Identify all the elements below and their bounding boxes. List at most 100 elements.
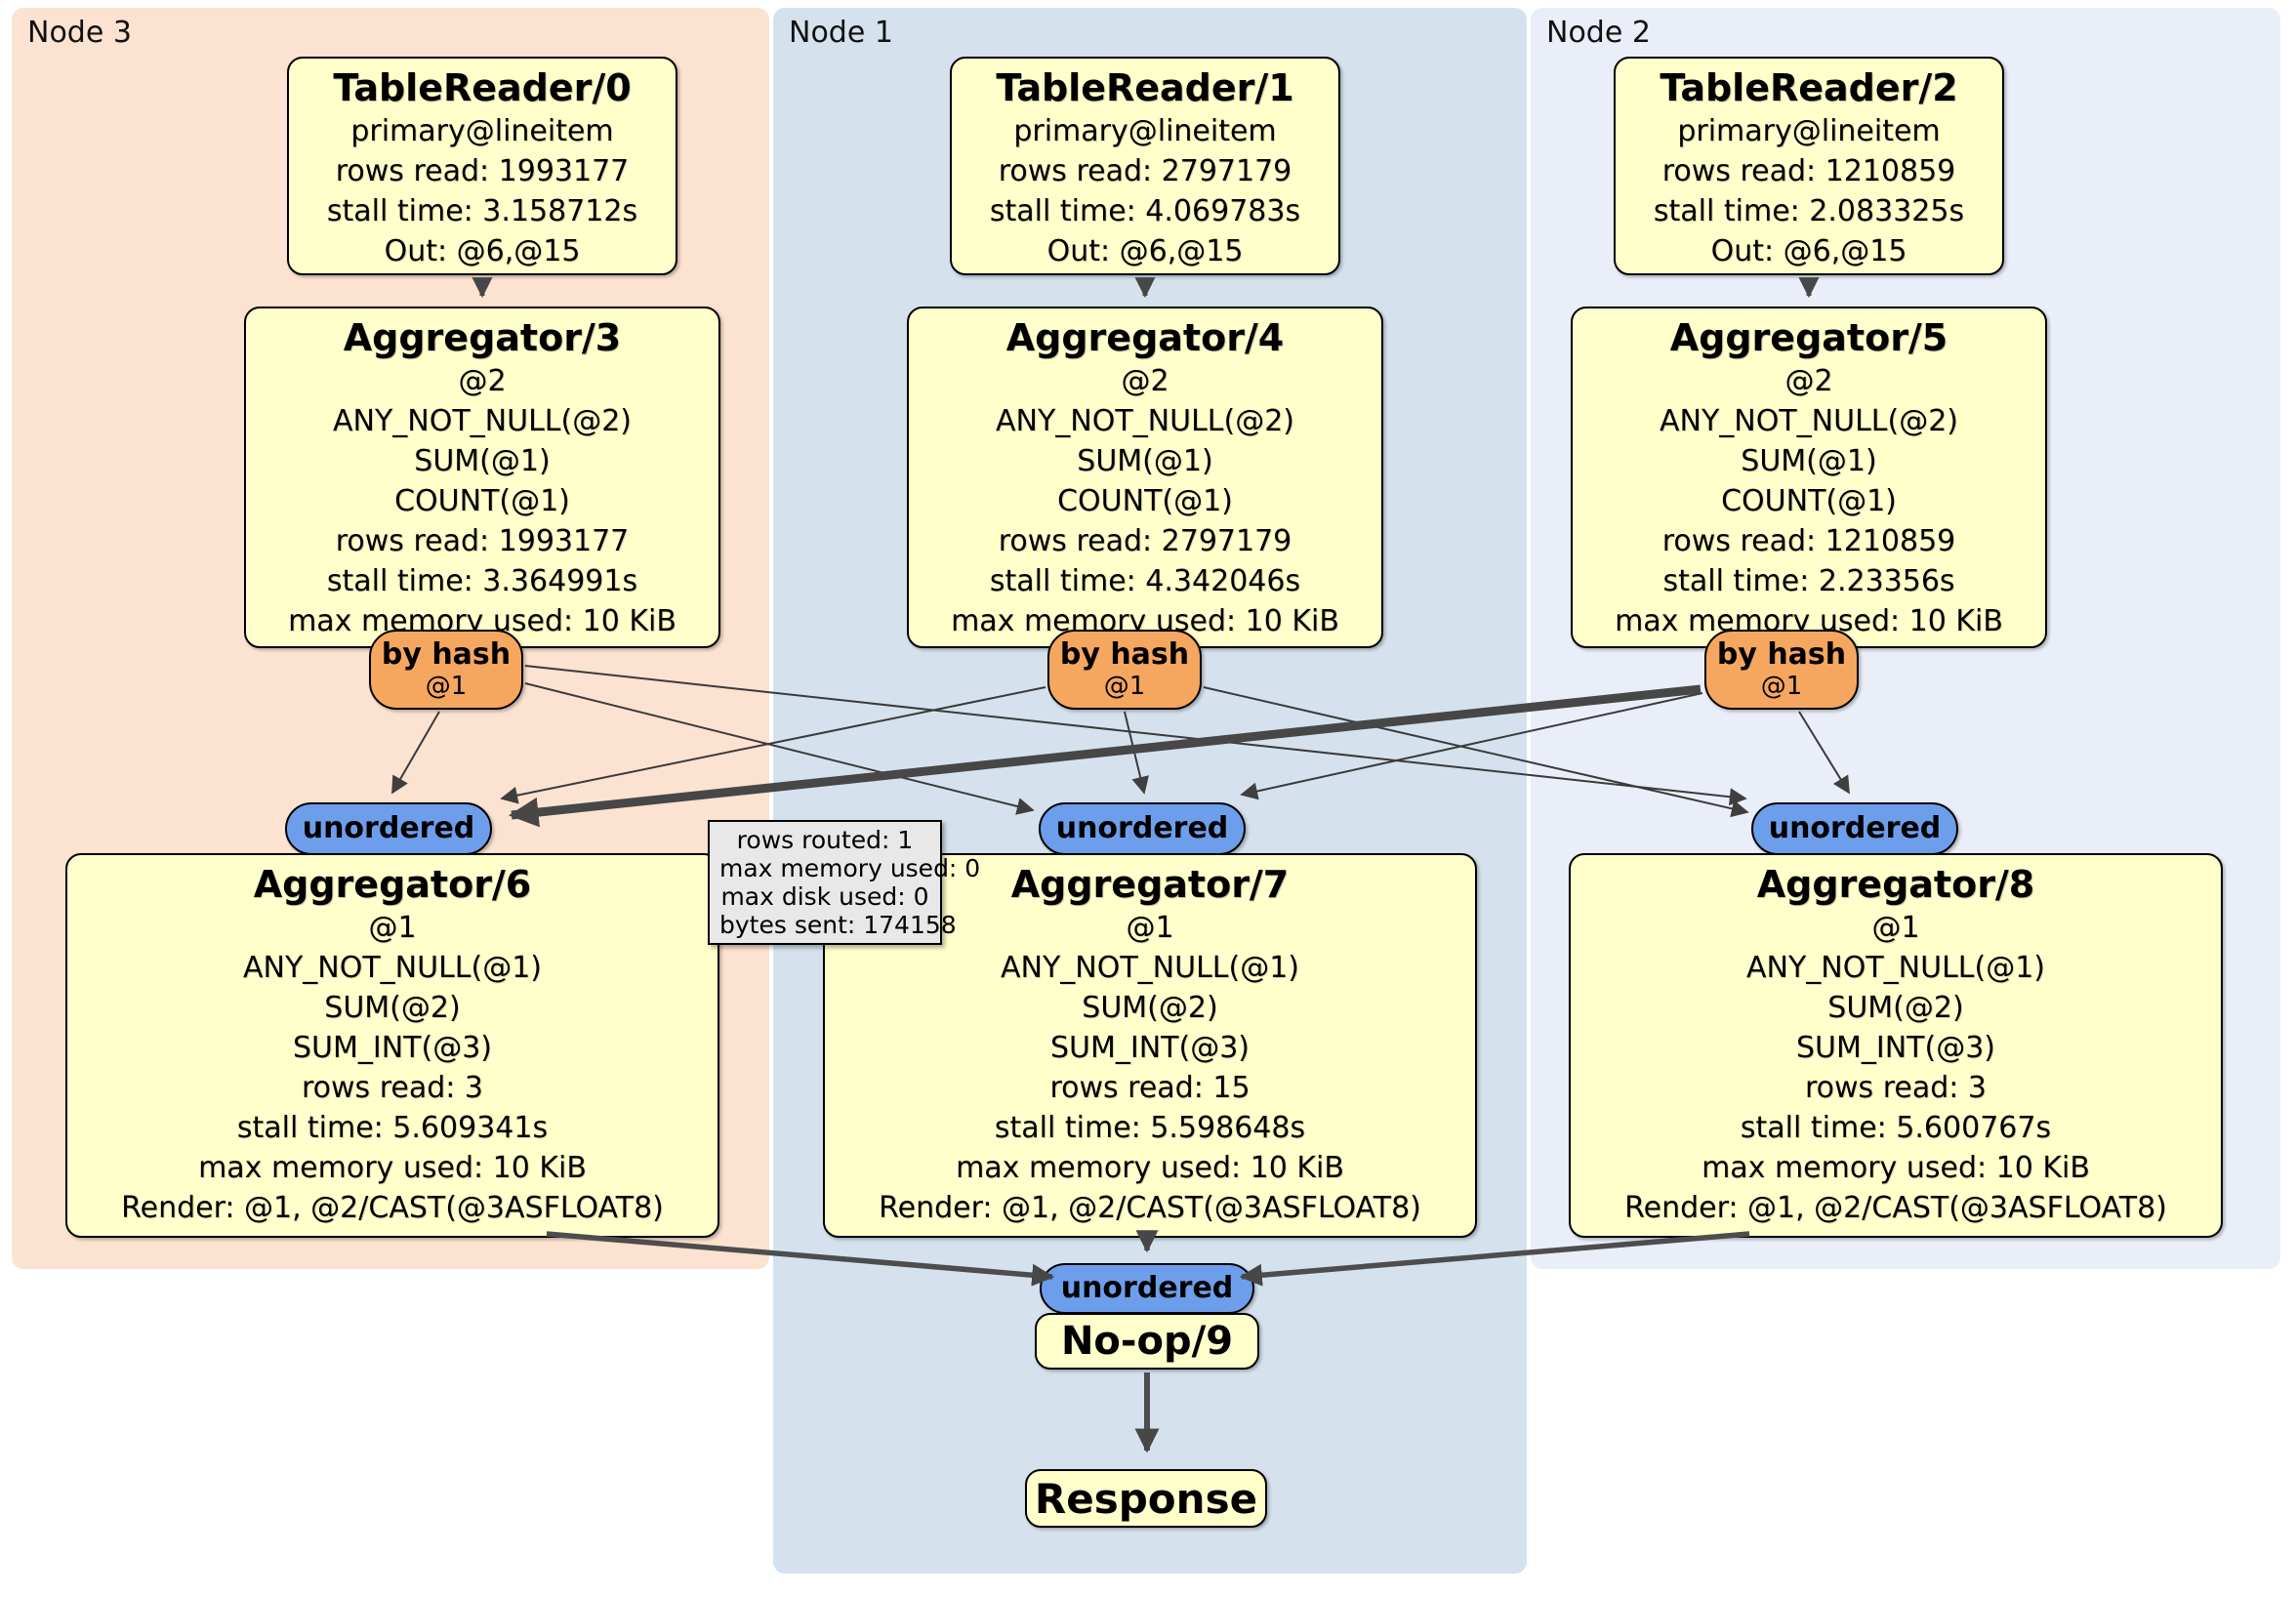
box-line: stall time: 5.598648s [994, 1111, 1306, 1145]
stream-unordered-final[interactable]: unordered [1040, 1263, 1254, 1314]
box-line: @1 [1126, 911, 1174, 945]
router-key: @1 [1760, 672, 1803, 701]
stream-label: unordered [1055, 811, 1229, 845]
tooltip-line: max memory used: 0 [719, 854, 981, 882]
box-line: rows read: 15 [1049, 1071, 1250, 1105]
box-line: rows read: 3 [1804, 1071, 1988, 1105]
box-line: stall time: 4.069783s [989, 194, 1301, 228]
box-line: COUNT(@1) [394, 484, 570, 518]
router-by-hash-4[interactable]: by hash @1 [1047, 630, 1202, 710]
router-label: by hash [381, 637, 512, 672]
box-line: rows read: 2797179 [998, 524, 1292, 558]
box-line: stall time: 4.342046s [989, 564, 1301, 598]
box-line: SUM_INT(@3) [293, 1031, 492, 1065]
tooltip-line: max disk used: 0 [720, 882, 929, 911]
box-aggregator-6[interactable]: Aggregator/6 @1 ANY_NOT_NULL(@1) SUM(@2)… [65, 853, 719, 1238]
box-line: max memory used: 10 KiB [198, 1151, 587, 1185]
stream-stats-tooltip: rows routed: 1 max memory used: 0 max di… [708, 820, 981, 945]
box-line: max memory used: 10 KiB [956, 1151, 1344, 1185]
box-title: TableReader/2 [1660, 66, 1958, 109]
box-line: @1 [368, 911, 417, 945]
box-line: rows read: 1210859 [1661, 524, 1956, 558]
router-key: @1 [1103, 672, 1146, 701]
box-line: SUM_INT(@3) [1796, 1031, 1995, 1065]
box-line: COUNT(@1) [1057, 484, 1233, 518]
router-label: by hash [1059, 637, 1190, 672]
box-line: @1 [1871, 911, 1920, 945]
box-line: ANY_NOT_NULL(@2) [1660, 404, 1958, 438]
tooltip-line: bytes sent: 174158 [719, 911, 957, 939]
box-title: Aggregator/3 [343, 316, 622, 359]
box-aggregator-5[interactable]: Aggregator/5 @2 ANY_NOT_NULL(@2) SUM(@1)… [1571, 307, 2047, 648]
box-tablereader-1[interactable]: TableReader/1 primary@lineitem rows read… [950, 57, 1340, 275]
stream-label: unordered [302, 811, 475, 845]
stream-label: unordered [1768, 811, 1942, 845]
box-line: SUM(@1) [1077, 444, 1213, 478]
box-response[interactable]: Response [1025, 1469, 1267, 1528]
box-line: Out: @6,@15 [384, 234, 581, 268]
box-line: SUM(@2) [1082, 991, 1218, 1025]
box-line: rows read: 3 [301, 1071, 484, 1105]
box-tablereader-0[interactable]: TableReader/0 primary@lineitem rows read… [287, 57, 677, 275]
box-line: stall time: 5.609341s [236, 1111, 549, 1145]
box-line: Render: @1, @2/CAST(@3ASFLOAT8) [1624, 1191, 2167, 1225]
box-title: Aggregator/8 [1756, 863, 2035, 906]
box-line: @2 [1121, 364, 1169, 398]
box-line: primary@lineitem [1677, 114, 1941, 148]
box-line: stall time: 3.158712s [326, 194, 638, 228]
region-label-node1: Node 1 [789, 16, 893, 50]
box-line: max memory used: 10 KiB [1702, 1151, 2090, 1185]
box-line: COUNT(@1) [1721, 484, 1897, 518]
router-by-hash-3[interactable]: by hash @1 [369, 630, 523, 710]
region-label-node3: Node 3 [27, 16, 132, 50]
box-line: stall time: 2.23356s [1662, 564, 1955, 598]
router-label: by hash [1716, 637, 1847, 672]
box-line: SUM(@2) [324, 991, 461, 1025]
box-line: SUM_INT(@3) [1050, 1031, 1250, 1065]
box-aggregator-3[interactable]: Aggregator/3 @2 ANY_NOT_NULL(@2) SUM(@1)… [244, 307, 720, 648]
box-line: SUM(@1) [1741, 444, 1877, 478]
box-line: primary@lineitem [1013, 114, 1277, 148]
box-aggregator-4[interactable]: Aggregator/4 @2 ANY_NOT_NULL(@2) SUM(@1)… [907, 307, 1383, 648]
box-aggregator-8[interactable]: Aggregator/8 @1 ANY_NOT_NULL(@1) SUM(@2)… [1569, 853, 2223, 1238]
box-line: stall time: 3.364991s [326, 564, 638, 598]
box-noop-9[interactable]: No-op/9 [1035, 1313, 1259, 1370]
box-line: rows read: 1993177 [335, 154, 630, 188]
stream-unordered-node3[interactable]: unordered [285, 802, 492, 855]
box-line: Out: @6,@15 [1710, 234, 1907, 268]
box-line: @2 [1784, 364, 1833, 398]
tooltip-line: rows routed: 1 [736, 826, 914, 854]
box-tablereader-2[interactable]: TableReader/2 primary@lineitem rows read… [1614, 57, 2004, 275]
box-line: SUM(@1) [414, 444, 551, 478]
box-line: Render: @1, @2/CAST(@3ASFLOAT8) [879, 1191, 1421, 1225]
box-line: stall time: 5.600767s [1740, 1111, 2052, 1145]
stream-unordered-node1[interactable]: unordered [1039, 802, 1246, 855]
region-label-node2: Node 2 [1546, 16, 1651, 50]
box-line: ANY_NOT_NULL(@1) [243, 951, 542, 985]
box-line: rows read: 1210859 [1661, 154, 1956, 188]
router-by-hash-5[interactable]: by hash @1 [1704, 630, 1859, 710]
stream-label: unordered [1060, 1271, 1234, 1305]
box-line: primary@lineitem [350, 114, 614, 148]
box-line: ANY_NOT_NULL(@1) [1746, 951, 2045, 985]
router-key: @1 [425, 672, 468, 701]
box-line: Render: @1, @2/CAST(@3ASFLOAT8) [121, 1191, 664, 1225]
box-line: ANY_NOT_NULL(@1) [1001, 951, 1299, 985]
box-line: ANY_NOT_NULL(@2) [333, 404, 632, 438]
box-line: rows read: 1993177 [335, 524, 630, 558]
box-line: rows read: 2797179 [998, 154, 1292, 188]
stream-unordered-node2[interactable]: unordered [1751, 802, 1958, 855]
box-line: @2 [458, 364, 507, 398]
box-line: Out: @6,@15 [1046, 234, 1244, 268]
box-line: SUM(@2) [1827, 991, 1964, 1025]
box-title: TableReader/1 [996, 66, 1294, 109]
box-line: stall time: 2.083325s [1653, 194, 1965, 228]
box-title: Aggregator/6 [253, 863, 532, 906]
box-title: Aggregator/7 [1010, 863, 1290, 906]
box-title: Aggregator/5 [1669, 316, 1948, 359]
box-title: No-op/9 [1060, 1319, 1234, 1364]
box-title: Response [1034, 1474, 1258, 1523]
box-title: Aggregator/4 [1005, 316, 1285, 359]
box-title: TableReader/0 [333, 66, 632, 109]
